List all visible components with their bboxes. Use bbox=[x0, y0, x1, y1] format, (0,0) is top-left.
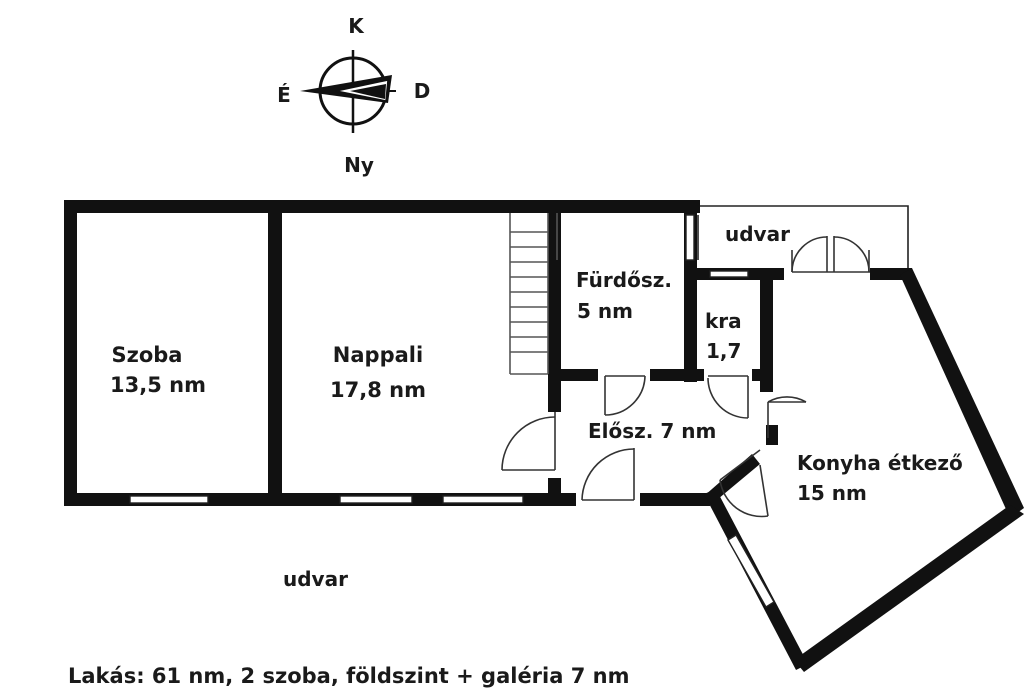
doors bbox=[501, 236, 870, 518]
room-furdo-name: Fürdősz. bbox=[576, 268, 672, 292]
room-szoba-area: 13,5 nm bbox=[110, 373, 206, 397]
door bbox=[604, 375, 646, 416]
door bbox=[707, 375, 749, 419]
yard-top-label: udvar bbox=[725, 222, 790, 246]
door bbox=[501, 412, 556, 471]
room-kamra-name: kra bbox=[705, 309, 742, 333]
door bbox=[719, 449, 769, 518]
door bbox=[581, 448, 635, 501]
room-konyha-area: 15 nm bbox=[797, 481, 867, 505]
window bbox=[709, 270, 749, 278]
room-kamra-area: 1,7 bbox=[706, 339, 741, 363]
compass-east: D bbox=[414, 79, 431, 103]
window bbox=[685, 214, 695, 261]
walls bbox=[64, 200, 1024, 672]
yard-bottom-label: udvar bbox=[283, 567, 348, 591]
summary-text: Lakás: 61 nm, 2 szoba, földszint + galér… bbox=[68, 664, 629, 688]
door bbox=[767, 396, 807, 438]
window bbox=[339, 495, 413, 504]
compass-south: Ny bbox=[344, 153, 374, 177]
window bbox=[129, 495, 209, 504]
room-eloszoba-label: Elősz. 7 nm bbox=[588, 419, 716, 443]
window bbox=[442, 495, 524, 504]
compass-north: K bbox=[348, 14, 365, 38]
room-szoba-name: Szoba bbox=[112, 343, 183, 367]
yard-enclosure bbox=[687, 205, 909, 272]
room-furdo-area: 5 nm bbox=[577, 299, 633, 323]
compass-west: É bbox=[277, 83, 291, 107]
room-nappali-area: 17,8 nm bbox=[330, 378, 426, 402]
door bbox=[791, 236, 870, 273]
room-konyha-name: Konyha étkező bbox=[797, 451, 963, 475]
room-labels: Szoba 13,5 nm Nappali 17,8 nm Fürdősz. 5… bbox=[110, 222, 963, 591]
staircase bbox=[509, 213, 558, 375]
room-nappali-name: Nappali bbox=[333, 343, 423, 367]
compass: K É D Ny bbox=[277, 14, 430, 177]
windows bbox=[129, 214, 775, 608]
window bbox=[727, 534, 775, 608]
